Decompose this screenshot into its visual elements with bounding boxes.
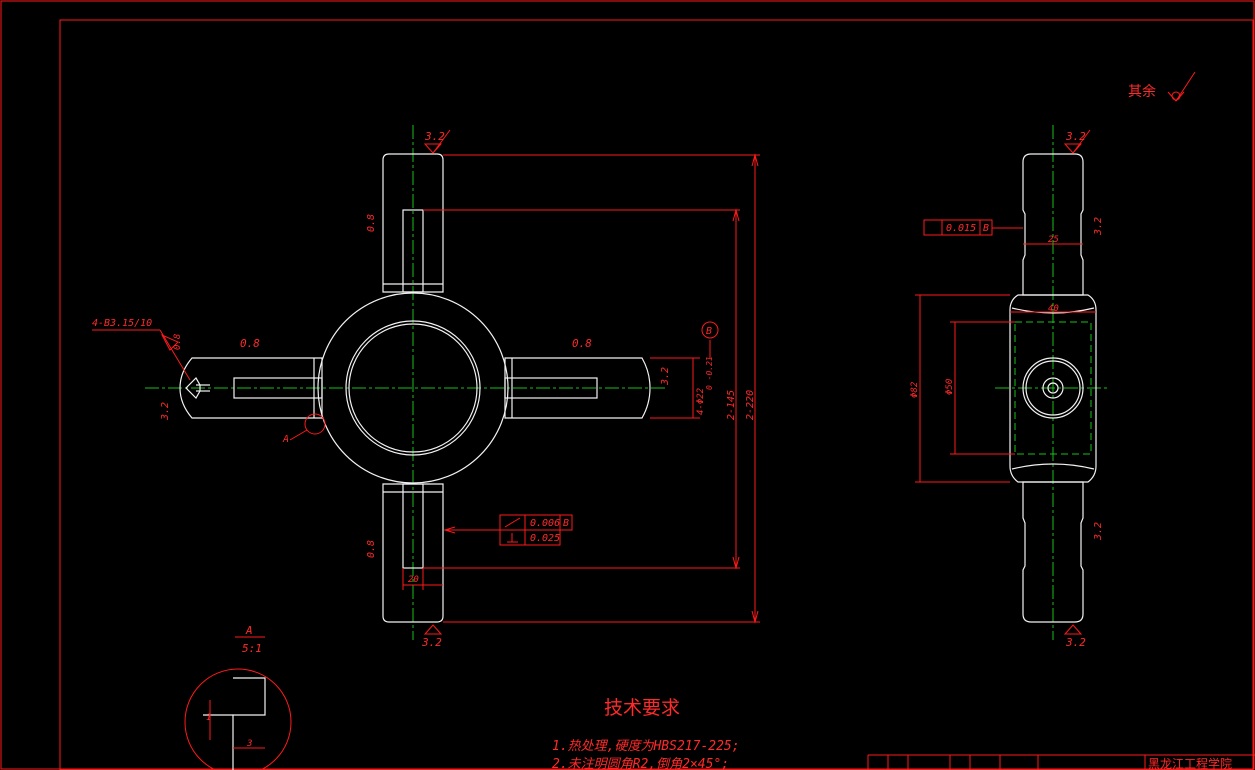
dim-145: 2-145	[726, 390, 737, 420]
surface-rest-label: 其余	[1128, 83, 1156, 100]
roughness-side-upper: 3.2	[1093, 217, 1104, 236]
roughness-left-end: 3.2	[160, 402, 171, 421]
detail-scale-label: 5:1	[242, 642, 262, 655]
tol-symmetry-value: 0.015	[946, 223, 976, 234]
school-name: 黑龙江工程学院	[1148, 756, 1232, 770]
front-view	[145, 125, 665, 640]
tol-symmetry-ref: B	[983, 223, 989, 234]
roughness-right: 0.8	[572, 337, 592, 350]
tech-req-line2: 2.未注明圆角R2,倒角2×45°;	[552, 757, 729, 770]
tol-perp-value: 0.025	[530, 533, 560, 544]
dim-82: Φ82	[910, 382, 920, 398]
dim-25: 25	[1048, 235, 1059, 245]
roughness-right-end: 3.2	[660, 367, 671, 386]
tol-circularity-ref: B	[563, 518, 569, 529]
side-view	[995, 125, 1110, 640]
detail-a-label: A	[245, 624, 253, 637]
drawing-frame	[59, 19, 1254, 770]
dim-220: 2-220	[745, 390, 756, 420]
dim-40: 40	[1048, 304, 1059, 314]
tech-req-title: 技术要求	[604, 697, 680, 719]
roughness-arm-bottom: 0.8	[366, 540, 377, 558]
roughness-top: 3.2	[424, 130, 445, 143]
tech-req-line1: 1.热处理,硬度为HBS217-225;	[552, 739, 740, 754]
roughness-side-lower: 3.2	[1093, 522, 1104, 541]
side-dimensions	[915, 71, 1196, 483]
roughness-hole: 0.8	[173, 334, 183, 350]
detail-view	[184, 636, 292, 770]
roughness-side-top: 3.2	[1065, 130, 1086, 143]
detail-dim-1: 1	[206, 713, 211, 723]
hole-spec-label: 4-B3.15/10	[92, 318, 152, 329]
section-a-label: A	[282, 434, 289, 445]
dim-tolerance: 0 -0.21	[705, 356, 714, 390]
detail-dim-3: 3	[246, 739, 252, 749]
roughness-side-bottom: 3.2	[1065, 636, 1086, 649]
dim-diameter: 4-Φ22	[696, 388, 706, 415]
front-dimensions	[92, 153, 760, 624]
tol-circularity-value: 0.006	[530, 518, 560, 529]
roughness-left: 0.8	[240, 337, 260, 350]
datum-b-label: B	[706, 326, 712, 337]
roughness-arm-top: 0.8	[366, 214, 377, 232]
title-block	[867, 754, 1255, 770]
roughness-bottom: 3.2	[421, 636, 442, 649]
dim-50: Φ50	[945, 379, 955, 395]
dim-20: 20	[408, 575, 419, 585]
